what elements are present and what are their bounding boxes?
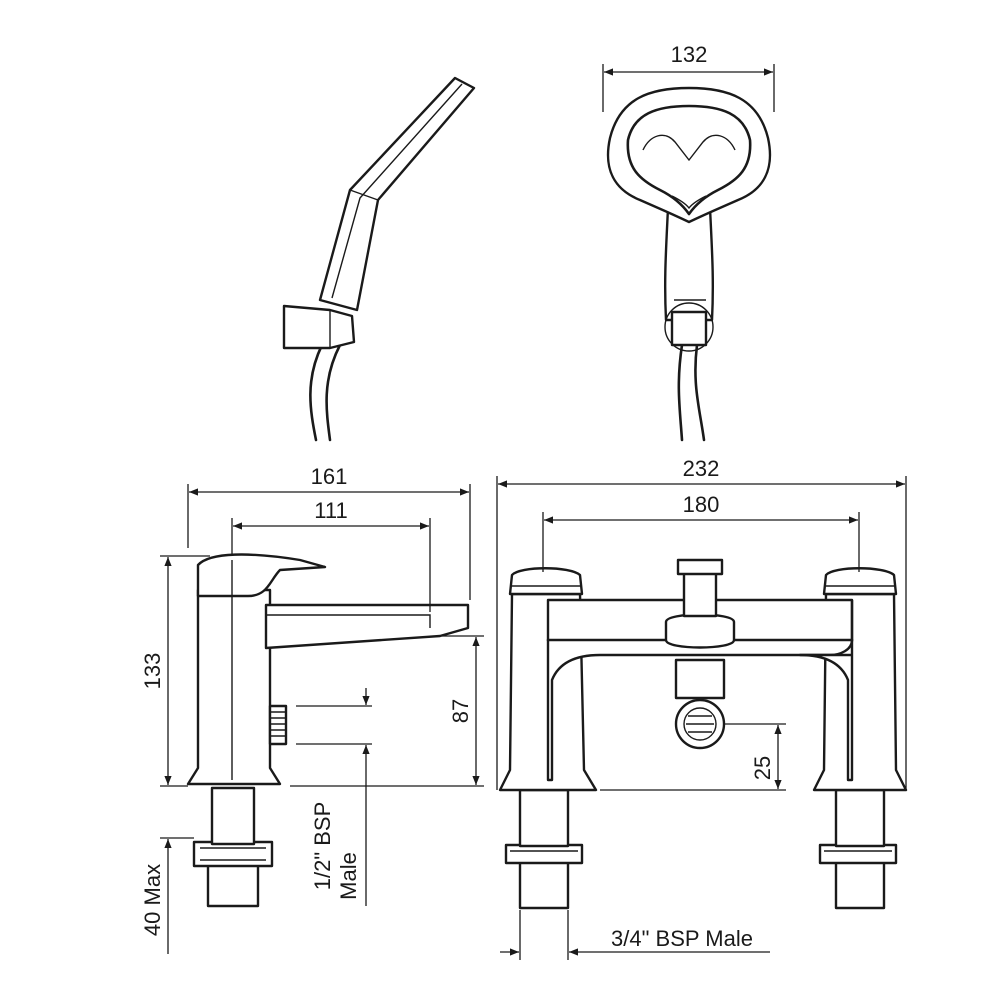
handset-front-view (606, 86, 772, 442)
dim-132-label: 132 (671, 42, 708, 67)
side-thread-label-line2: Male (336, 852, 361, 900)
mixer-side-view (186, 553, 470, 908)
dimension-lines (160, 64, 907, 960)
dim-40-max-label: 40 Max (140, 864, 165, 936)
dim-111-label: 111 (314, 498, 347, 523)
dim-180-label: 180 (683, 492, 720, 517)
dim-232-label: 232 (683, 456, 720, 481)
side-thread-label-line1: 1/2" BSP (310, 802, 335, 891)
handset-side-view (282, 76, 476, 442)
mixer-front-view (498, 558, 908, 910)
dimension-labels: 132 161 111 133 87 40 Max 1/2" BSP Male … (140, 42, 775, 951)
front-thread-label: 3/4" BSP Male (611, 926, 753, 951)
dim-133-label: 133 (140, 653, 165, 690)
dim-25-label: 25 (750, 756, 775, 780)
dim-161-label: 161 (311, 464, 348, 489)
dim-87-label: 87 (448, 699, 473, 723)
